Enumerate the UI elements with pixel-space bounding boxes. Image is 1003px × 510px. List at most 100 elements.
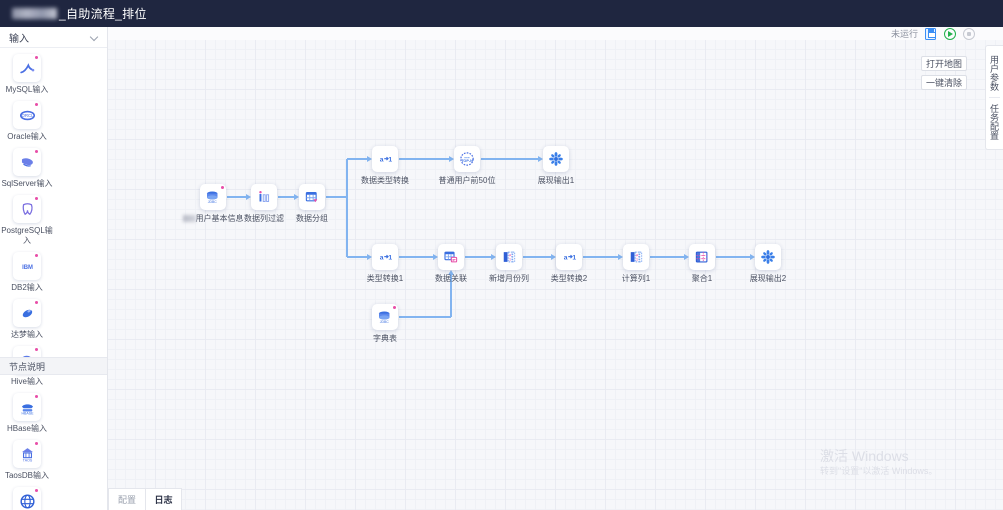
palette-item-mysql[interactable]: MySQL输入 xyxy=(0,54,54,95)
windows-activation-watermark: 激活 Windows 转到"设置"以激活 Windows。 xyxy=(820,447,937,478)
tab-log[interactable]: 日志 xyxy=(145,488,182,510)
output-flower-icon[interactable] xyxy=(543,146,569,172)
clear-all-button[interactable]: 一键清除 xyxy=(921,75,967,90)
flow-edge xyxy=(227,196,247,198)
flow-node[interactable]: JDBC 用户基本信息 xyxy=(182,184,244,224)
flow-node-label: 类型转换1 xyxy=(366,274,404,283)
new-column-icon[interactable]: A 1 xyxy=(623,244,649,270)
stop-icon[interactable] xyxy=(962,27,975,40)
svg-text:a: a xyxy=(380,156,384,163)
flow-node-label: 展现输出2 xyxy=(749,274,787,283)
type-convert-icon[interactable]: a 1 xyxy=(372,244,398,270)
oracle-icon[interactable]: ORCL xyxy=(13,101,41,129)
palette-item-dameng[interactable]: 达梦输入 xyxy=(0,299,54,340)
flow-node[interactable]: a 1 类型转换2 xyxy=(546,244,592,284)
sidebar-header-label: 输入 xyxy=(9,33,29,45)
flow-node-label: 计算列1 xyxy=(621,274,651,283)
sidebar-header[interactable]: 输入 xyxy=(0,27,107,48)
svg-text:1: 1 xyxy=(572,254,576,261)
flow-edge xyxy=(583,256,619,258)
output-flower-icon[interactable] xyxy=(755,244,781,270)
flow-node-label: 聚合1 xyxy=(691,274,713,283)
node-description-section[interactable]: 节点说明 xyxy=(0,357,107,375)
flow-node[interactable]: 聚合1 xyxy=(679,244,725,284)
palette-item-label: MySQL输入 xyxy=(5,85,49,94)
flow-node[interactable]: A 1 新增月份列 xyxy=(486,244,532,284)
palette-item-http-globe[interactable]: Http输入 xyxy=(0,487,54,510)
palette-item-label: HBase输入 xyxy=(6,424,47,433)
mysql-icon[interactable] xyxy=(13,54,41,82)
group-table-icon[interactable] xyxy=(299,184,325,210)
db2-icon[interactable]: IBM xyxy=(13,252,41,280)
flow-node-label: 新增月份列 xyxy=(489,274,529,283)
http-globe-icon[interactable] xyxy=(13,487,41,510)
flow-node-label: 数据类型转换 xyxy=(361,176,409,185)
flow-node[interactable]: 数据列过滤 xyxy=(241,184,287,224)
type-convert-icon[interactable]: a 1 xyxy=(372,146,398,172)
palette-item-db2[interactable]: IBM DB2输入 xyxy=(0,252,54,293)
flow-edge xyxy=(399,158,450,160)
palette-item-hbase[interactable]: HBASE HBase输入 xyxy=(0,393,54,434)
taosdb-icon[interactable]: TAOS xyxy=(13,440,41,468)
palette-item-label: SqlServer输入 xyxy=(1,179,53,188)
run-icon[interactable] xyxy=(943,27,956,40)
hbase-icon[interactable]: HBASE xyxy=(13,393,41,421)
flow-edge xyxy=(450,273,452,317)
flow-node[interactable]: a 1 数据类型转换 xyxy=(361,146,409,186)
jdbc-db-icon[interactable]: JDBC xyxy=(200,184,226,210)
flow-node[interactable]: 数据关联 xyxy=(428,244,474,284)
dameng-icon[interactable] xyxy=(13,299,41,327)
tab-config[interactable]: 配置 xyxy=(108,488,145,510)
postgresql-icon[interactable] xyxy=(13,195,41,223)
svg-text:1: 1 xyxy=(509,256,512,261)
palette-item-sqlserver[interactable]: SqlServer输入 xyxy=(0,148,54,189)
flow-node[interactable]: 展现输出1 xyxy=(533,146,579,186)
flow-node[interactable]: A 1 计算列1 xyxy=(613,244,659,284)
palette-item-postgresql[interactable]: PostgreSQL输入 xyxy=(0,195,54,246)
flow-edge-arrow xyxy=(538,155,543,162)
join-table-icon[interactable] xyxy=(438,244,464,270)
jdbc-db-icon[interactable]: JDBC xyxy=(372,304,398,330)
topn-icon[interactable]: ●●● TOP-N xyxy=(454,146,480,172)
flow-canvas[interactable]: 未运行 打开地图 一键清除 用户参数 任务配置 激活 Windows 转到"设置… xyxy=(108,27,1003,510)
pivot-icon[interactable] xyxy=(689,244,715,270)
svg-text:TOP-N: TOP-N xyxy=(461,159,473,163)
flow-node[interactable]: 展现输出2 xyxy=(745,244,791,284)
column-filter-icon[interactable] xyxy=(251,184,277,210)
tab-divider xyxy=(989,97,1000,98)
flow-edge xyxy=(399,316,451,318)
watermark-line-2: 转到"设置"以激活 Windows。 xyxy=(820,466,938,476)
svg-text:●●●: ●●● xyxy=(464,155,470,159)
right-tab-strip: 用户参数 任务配置 xyxy=(985,45,1003,150)
flow-edge-arrow xyxy=(618,253,623,260)
flow-edge xyxy=(716,256,751,258)
tab-task-config[interactable]: 任务配置 xyxy=(989,104,999,140)
flow-edge xyxy=(650,256,685,258)
flow-edge xyxy=(346,197,348,257)
chevron-down-icon[interactable] xyxy=(90,33,99,42)
flow-edge xyxy=(278,196,295,198)
type-convert-icon[interactable]: a 1 xyxy=(556,244,582,270)
svg-text:HBASE: HBASE xyxy=(21,411,34,415)
flow-node[interactable]: a 1 类型转换1 xyxy=(362,244,408,284)
new-column-icon[interactable]: A 1 xyxy=(496,244,522,270)
save-icon[interactable] xyxy=(924,27,937,40)
flow-node[interactable]: 数据分组 xyxy=(289,184,335,224)
sqlserver-icon[interactable] xyxy=(13,148,41,176)
palette-item-taosdb[interactable]: TAOS TaosDB输入 xyxy=(0,440,54,481)
bottom-tab-bar: 配置 日志 xyxy=(108,488,182,510)
flow-edge xyxy=(347,256,368,258)
palette-item-label: Hive输入 xyxy=(10,377,43,386)
flow-edge-arrow xyxy=(551,253,556,260)
open-map-button[interactable]: 打开地图 xyxy=(921,56,967,71)
title-bar: _自助流程_排位 xyxy=(0,0,1003,27)
palette-item-oracle[interactable]: ORCL Oracle输入 xyxy=(0,101,54,142)
flow-node-label: 数据关联 xyxy=(435,274,467,283)
node-description-label: 节点说明 xyxy=(9,361,46,372)
tab-user-params[interactable]: 用户参数 xyxy=(989,55,999,91)
flow-node[interactable]: ●●● TOP-N 普通用户前50位 xyxy=(439,146,495,186)
flow-node[interactable]: JDBC 字典表 xyxy=(362,304,408,344)
svg-text:JDBC: JDBC xyxy=(208,200,217,204)
flow-edge-arrow xyxy=(246,193,251,200)
